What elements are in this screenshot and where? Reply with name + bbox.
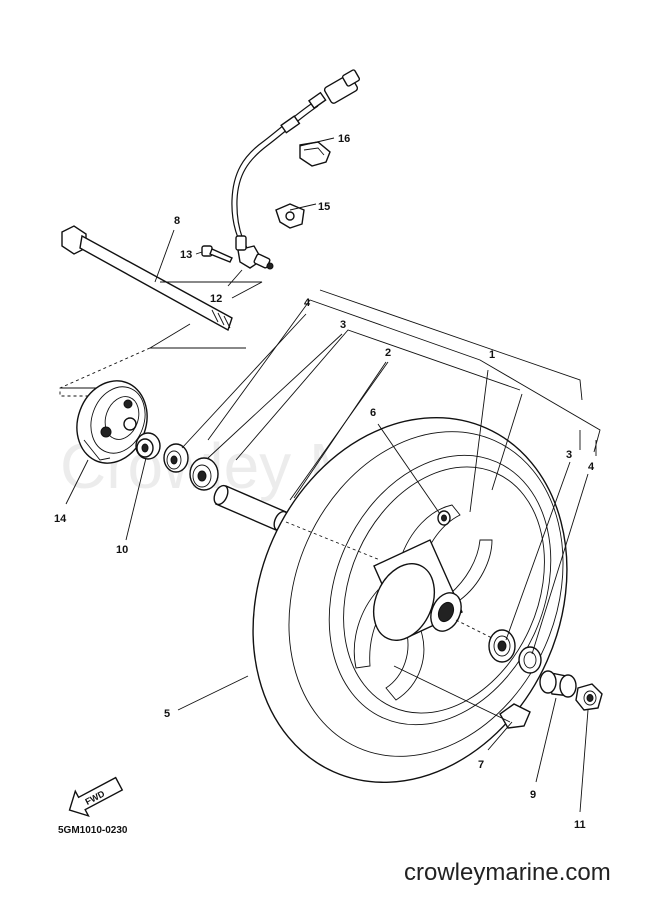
meter-gear-unit-14 bbox=[76, 380, 148, 464]
label-part-13: 13 bbox=[180, 249, 192, 261]
label-part-4: 4 bbox=[304, 297, 311, 309]
label-part-10: 10 bbox=[116, 544, 128, 556]
label-part-2: 2 bbox=[385, 347, 391, 359]
leader-frame-left bbox=[59, 281, 263, 397]
label-part-4-right: 4 bbox=[588, 461, 595, 473]
label-part-15: 15 bbox=[318, 201, 330, 213]
label-part-16: 16 bbox=[338, 133, 350, 145]
label-part-14: 14 bbox=[54, 513, 67, 525]
bearing-3-right bbox=[488, 629, 516, 663]
fwd-arrow-icon: FWD bbox=[68, 776, 124, 818]
leader-lines bbox=[65, 137, 589, 813]
label-part-3-right: 3 bbox=[566, 449, 572, 461]
wheel-axle-8 bbox=[61, 225, 233, 332]
drawing-code: 5GM1010-0230 bbox=[58, 825, 128, 836]
clamp-16 bbox=[299, 141, 331, 167]
label-part-1: 1 bbox=[489, 349, 495, 361]
oil-seal-4-left bbox=[163, 443, 189, 473]
balance-weight-7 bbox=[499, 703, 531, 729]
label-part-3: 3 bbox=[340, 319, 346, 331]
speed-sensor-12 bbox=[235, 235, 274, 270]
label-part-11: 11 bbox=[574, 819, 586, 831]
label-part-5: 5 bbox=[164, 708, 170, 720]
bearing-3-left bbox=[189, 457, 219, 491]
bolt-13 bbox=[201, 245, 233, 263]
part-labels: 1 2 3 4 5 6 7 8 9 10 11 12 13 14 15 16 3… bbox=[54, 133, 595, 831]
oil-seal-4-right bbox=[518, 646, 542, 674]
collar-9 bbox=[539, 670, 577, 698]
label-part-6: 6 bbox=[370, 407, 376, 419]
nut-11 bbox=[575, 683, 603, 711]
website-text: crowleymarine.com bbox=[404, 859, 611, 886]
label-part-12: 12 bbox=[210, 293, 222, 305]
clamp-15 bbox=[275, 203, 305, 229]
label-part-7: 7 bbox=[478, 759, 484, 771]
wheel-assembly-1 bbox=[252, 417, 568, 783]
label-part-8: 8 bbox=[174, 215, 180, 227]
sensor-cable bbox=[231, 69, 361, 266]
collar-10 bbox=[135, 432, 161, 460]
label-part-9: 9 bbox=[530, 789, 536, 801]
